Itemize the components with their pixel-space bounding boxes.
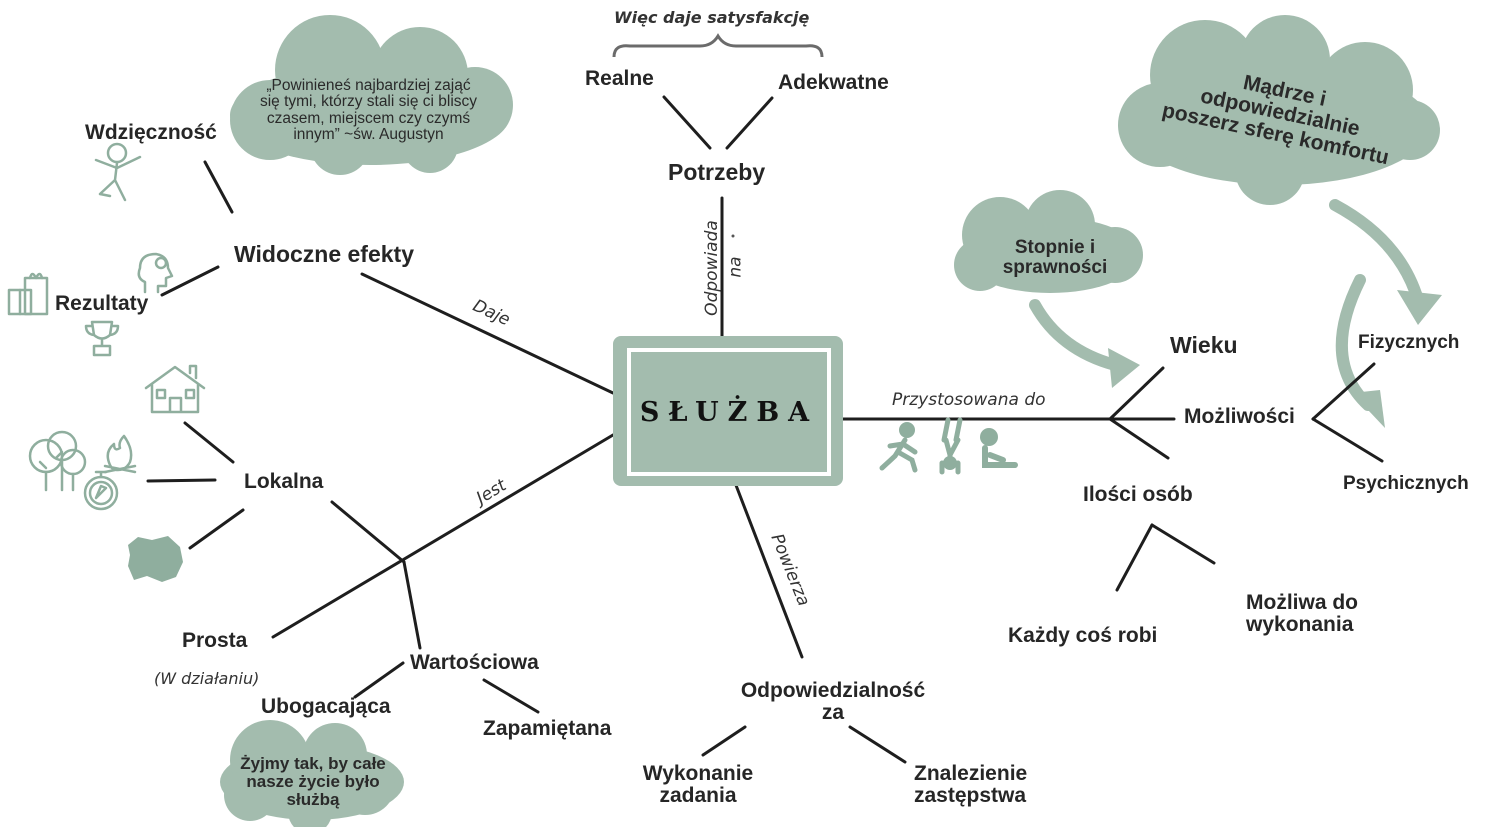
handstand-person-icon (939, 417, 963, 475)
quote-line3: czasem, miejscem czy czymś (266, 109, 471, 127)
node-ubogacajaca: Ubogacająca (261, 695, 391, 718)
zyjmy-cloud (220, 720, 404, 827)
node-znalezienie: Znalezienie zastępstwa (914, 762, 1028, 808)
center-title: SŁUŻBA (639, 396, 819, 428)
node-realne: Realne (585, 67, 654, 90)
line-jest-lokalna (330, 500, 406, 564)
node-adekwatne: Adekwatne (778, 71, 889, 94)
node-kazdy-cos-robi: Każdy coś robi (1008, 624, 1158, 647)
line-lokalna-nature (146, 478, 217, 483)
line-wartosciowa-zapamietana (482, 678, 540, 714)
jumping-person-icon (94, 142, 142, 202)
edge-label-odpowiada: Odpowiada (701, 220, 722, 316)
poland-map-icon (128, 536, 183, 582)
quote-cloud-text: „Powinieneś najbardziej zająć się tymi, … (236, 77, 501, 143)
line-ilosci (1108, 417, 1170, 460)
line-odp-wykonanie (701, 725, 747, 757)
node-mozliwosci: Możliwości (1184, 405, 1295, 428)
node-ilosci-osob: Ilości osób (1083, 483, 1193, 506)
quote-line4: innym” ~św. Augustyn (293, 125, 444, 143)
comfort-cloud (1118, 15, 1440, 205)
satisfaction-brace (612, 33, 824, 58)
node-wieku: Wieku (1170, 332, 1238, 358)
campfire-icon (103, 434, 137, 474)
node-odpowiedzialnosc-line2: za (821, 701, 845, 725)
node-odpowiedzialnosc-line1: Odpowiedzialność (740, 679, 926, 702)
node-fizycznych: Fizycznych (1358, 332, 1460, 353)
line-psychicznych (1311, 417, 1384, 463)
node-wdziecznosc: Wdzięczność (85, 121, 217, 144)
node-w-dzialaniu: (W działaniu) (154, 669, 260, 688)
node-wykonanie-line1: Wykonanie (642, 762, 754, 785)
node-potrzeby: Potrzeby (668, 159, 766, 185)
compass-icon (83, 470, 119, 511)
edge-label-wiec-daje: Więc daje satysfakcję (614, 8, 810, 27)
sitting-person-icon (980, 428, 1018, 468)
node-znalezienie-line2: zastępstwa (914, 784, 1027, 808)
node-wykonanie-line2: zadania (659, 784, 737, 808)
line-efekty-wdziecznosc (203, 160, 234, 214)
node-mozliwa-do-wykonania: Możliwa do wykonania (1246, 591, 1358, 637)
center-node-frame: SŁUŻBA (627, 348, 831, 476)
line-mozliwa (1150, 523, 1216, 565)
comfort-arrow (1329, 199, 1424, 306)
center-node: SŁUŻBA (613, 336, 843, 486)
line-odp-znalezienie (848, 725, 907, 764)
node-rezultaty: Rezultaty (55, 292, 149, 315)
node-psychicznych: Psychicznych (1343, 473, 1469, 494)
line-center-efekty (360, 272, 615, 395)
line-fizycznych (1311, 362, 1376, 421)
running-person-icon (879, 422, 918, 473)
edge-label-przystosowana: Przystosowana do (892, 390, 1046, 410)
edge-label-na: na (725, 256, 746, 278)
gift-icon (7, 272, 49, 316)
node-zapamietana: Zapamiętana (483, 717, 612, 740)
zyjmy-line3: służbą (286, 789, 340, 809)
house-icon (144, 364, 206, 414)
node-prosta: Prosta (182, 629, 248, 652)
trees-icon (28, 430, 87, 492)
line-wieku (1108, 366, 1165, 421)
stopnie-cloud-text: Stopnie i sprawności (975, 238, 1135, 278)
trophy-icon (84, 320, 120, 357)
fizycznych-arrowhead (1352, 390, 1385, 428)
zyjmy-line2: nasze życie było (246, 771, 380, 791)
quote-line1: „Powinieneś najbardziej zająć (266, 77, 471, 94)
line-center-powierza (732, 478, 804, 659)
line-kazdy (1115, 523, 1154, 592)
line-efekty-rezultaty (160, 265, 220, 297)
node-lokalna: Lokalna (244, 470, 324, 493)
stopnie-arrow (1029, 299, 1121, 371)
node-odpowiedzialnosc: Odpowiedzialność za (733, 679, 933, 725)
node-mozliwa-line1: Możliwa do (1246, 591, 1358, 614)
line-wartosciowa-ubogacajaca (353, 661, 405, 699)
node-znalezienie-line1: Znalezienie (914, 762, 1028, 785)
stopnie-arrowhead (1108, 348, 1140, 388)
stopnie-line1: Stopnie i (1014, 237, 1096, 258)
node-wartosciowa: Wartościowa (410, 651, 539, 674)
node-widoczne-efekty: Widoczne efekty (234, 241, 415, 267)
node-wykonanie: Wykonanie zadania (636, 762, 760, 808)
head-gear-icon (137, 252, 174, 294)
dot-mark (731, 234, 735, 238)
stopnie-line2: sprawności (1002, 256, 1108, 278)
comfort-arrowhead (1397, 290, 1442, 325)
line-potrzeby-adekwatne (725, 96, 774, 150)
quote-line2: się tymi, którzy stali się ci bliscy (259, 93, 478, 111)
quote-cloud (230, 15, 513, 175)
stopnie-cloud (954, 190, 1143, 293)
line-potrzeby-realne (662, 95, 712, 150)
line-center-jest (271, 433, 615, 639)
zyjmy-line1: Żyjmy tak, by całe (240, 754, 386, 773)
line-lokalna-house (183, 421, 235, 464)
line-jest-wartosciowa (402, 560, 422, 650)
node-mozliwa-line2: wykonania (1246, 613, 1354, 637)
line-lokalna-poland (188, 508, 245, 550)
zyjmy-cloud-text: Żyjmy tak, by całe nasze życie było służ… (218, 755, 408, 809)
